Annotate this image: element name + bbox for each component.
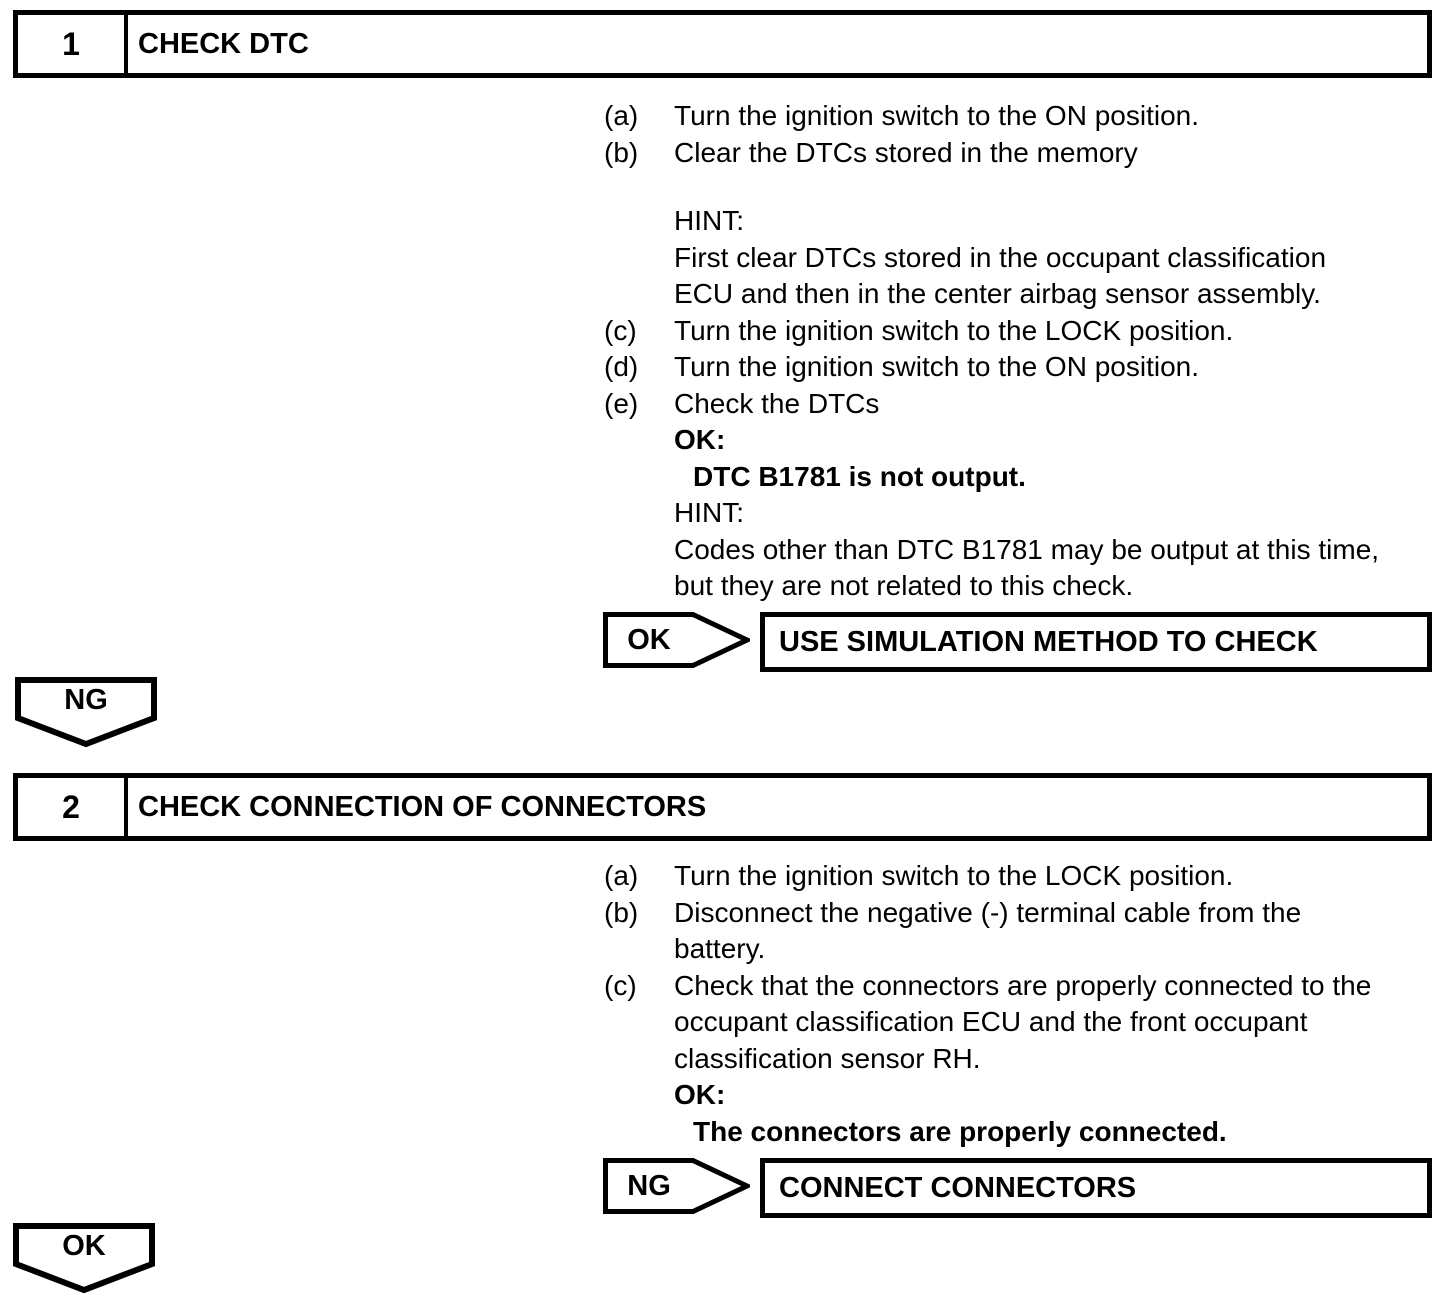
list-marker [604,1077,674,1114]
procedure-text: Disconnect the negative (-) terminal cab… [674,896,1302,928]
list-marker: (d) [604,351,639,382]
ok-criteria-heading: OK: [674,1079,726,1110]
hint-heading: HINT: [674,205,744,236]
verdict-arrow-ng: NG [603,1158,750,1214]
line-spacer [604,171,1379,203]
procedure-line: (a) Turn the ignition switch to the LOCK … [604,858,1371,895]
procedure-text: Turn the ignition switch to the LOCK pos… [674,314,1234,346]
arrow-right-pentagon-icon [603,1158,750,1214]
list-marker: (b) [604,136,639,168]
procedure-line: (b) Disconnect the negative (-) terminal … [604,895,1371,932]
list-marker [604,1041,674,1078]
procedure-text: but they are not related to this check. [674,570,1134,601]
procedure-text: Turn the ignition switch to the LOCK pos… [674,860,1234,891]
flow-continue-ng: NG [15,677,157,748]
list-marker [604,568,674,605]
arrow-down-pentagon-icon [15,677,157,748]
procedure-line: First clear DTCs stored in the occupant … [604,240,1379,277]
list-marker [604,240,674,277]
list-marker [604,422,674,459]
procedure-text: Clear the DTCs stored in the memory [674,136,1138,168]
step-2-header: 2 CHECK CONNECTION OF CONNECTORS [13,773,1432,841]
ok-criteria-text: The connectors are properly connected. [693,1115,1227,1147]
procedure-line: DTC B1781 is not output. [604,459,1379,496]
step-title: CHECK DTC [138,27,309,60]
list-marker: (b) [604,896,639,928]
procedure-line: but they are not related to this check. [604,568,1379,605]
action-box-use-simulation: USE SIMULATION METHOD TO CHECK [760,612,1432,672]
action-box-connect-connectors: CONNECT CONNECTORS [760,1158,1432,1218]
procedure-line: ECU and then in the center airbag sensor… [604,276,1379,313]
flow-continue-ok: OK [13,1223,155,1294]
verdict-label: NG [64,683,108,716]
procedure-text: Check that the connectors are properly c… [674,969,1372,1001]
list-marker [604,276,674,313]
procedure-line: battery. [604,931,1371,968]
list-marker: (c) [604,969,637,1001]
procedure-line: (e) Check the DTCs [604,386,1379,423]
list-marker [604,495,674,532]
step-title: CHECK CONNECTION OF CONNECTORS [138,790,707,823]
procedure-text: ECU and then in the center airbag sensor… [674,278,1321,309]
list-marker: (a) [604,100,639,131]
procedure-text: occupant classification ECU and the fron… [674,1006,1308,1037]
step-number: 2 [18,778,128,836]
list-marker [604,203,674,240]
procedure-line: (b) Clear the DTCs stored in the memory [604,135,1379,172]
step-2-procedure: (a) Turn the ignition switch to the LOCK … [604,858,1371,1150]
procedure-text: Codes other than DTC B1781 may be output… [674,533,1380,565]
list-marker [604,532,674,569]
verdict-label: OK [62,1229,106,1262]
verdict-label: OK [627,623,671,656]
list-marker: (c) [604,314,637,346]
verdict-label: NG [627,1169,671,1202]
procedure-line: OK: [604,422,1379,459]
verdict-arrow-ok: OK [603,612,750,668]
procedure-text: battery. [674,933,766,964]
procedure-line: (c) Check that the connectors are properl… [604,968,1371,1005]
step-number: 1 [18,15,128,73]
list-marker: (e) [604,387,639,419]
list-marker [604,1004,674,1041]
hint-heading: HINT: [674,497,744,528]
procedure-line: classification sensor RH. [604,1041,1371,1078]
procedure-line: (d) Turn the ignition switch to the ON po… [604,349,1379,386]
list-marker [604,459,674,496]
procedure-text: classification sensor RH. [674,1042,981,1074]
list-marker [604,1114,674,1151]
procedure-line: HINT: [604,203,1379,240]
procedure-line: OK: [604,1077,1371,1114]
procedure-text: Turn the ignition switch to the ON posit… [674,100,1199,131]
procedure-text: Check the DTCs [674,387,880,419]
arrow-right-pentagon-icon [603,612,750,668]
procedure-line: The connectors are properly connected. [604,1114,1371,1151]
step-1-header: 1 CHECK DTC [13,10,1432,78]
step-1-procedure: (a) Turn the ignition switch to the ON po… [604,98,1379,605]
procedure-line: (a) Turn the ignition switch to the ON po… [604,98,1379,135]
ok-criteria-text: DTC B1781 is not output. [693,460,1026,492]
procedure-text: First clear DTCs stored in the occupant … [674,241,1327,273]
list-marker: (a) [604,860,639,891]
procedure-text: Turn the ignition switch to the ON posit… [674,351,1199,382]
procedure-line: HINT: [604,495,1379,532]
list-marker [604,931,674,968]
procedure-line: occupant classification ECU and the fron… [604,1004,1371,1041]
arrow-down-pentagon-icon [13,1223,155,1294]
procedure-line: (c) Turn the ignition switch to the LOCK … [604,313,1379,350]
procedure-line: Codes other than DTC B1781 may be output… [604,532,1379,569]
ok-criteria-heading: OK: [674,424,726,455]
